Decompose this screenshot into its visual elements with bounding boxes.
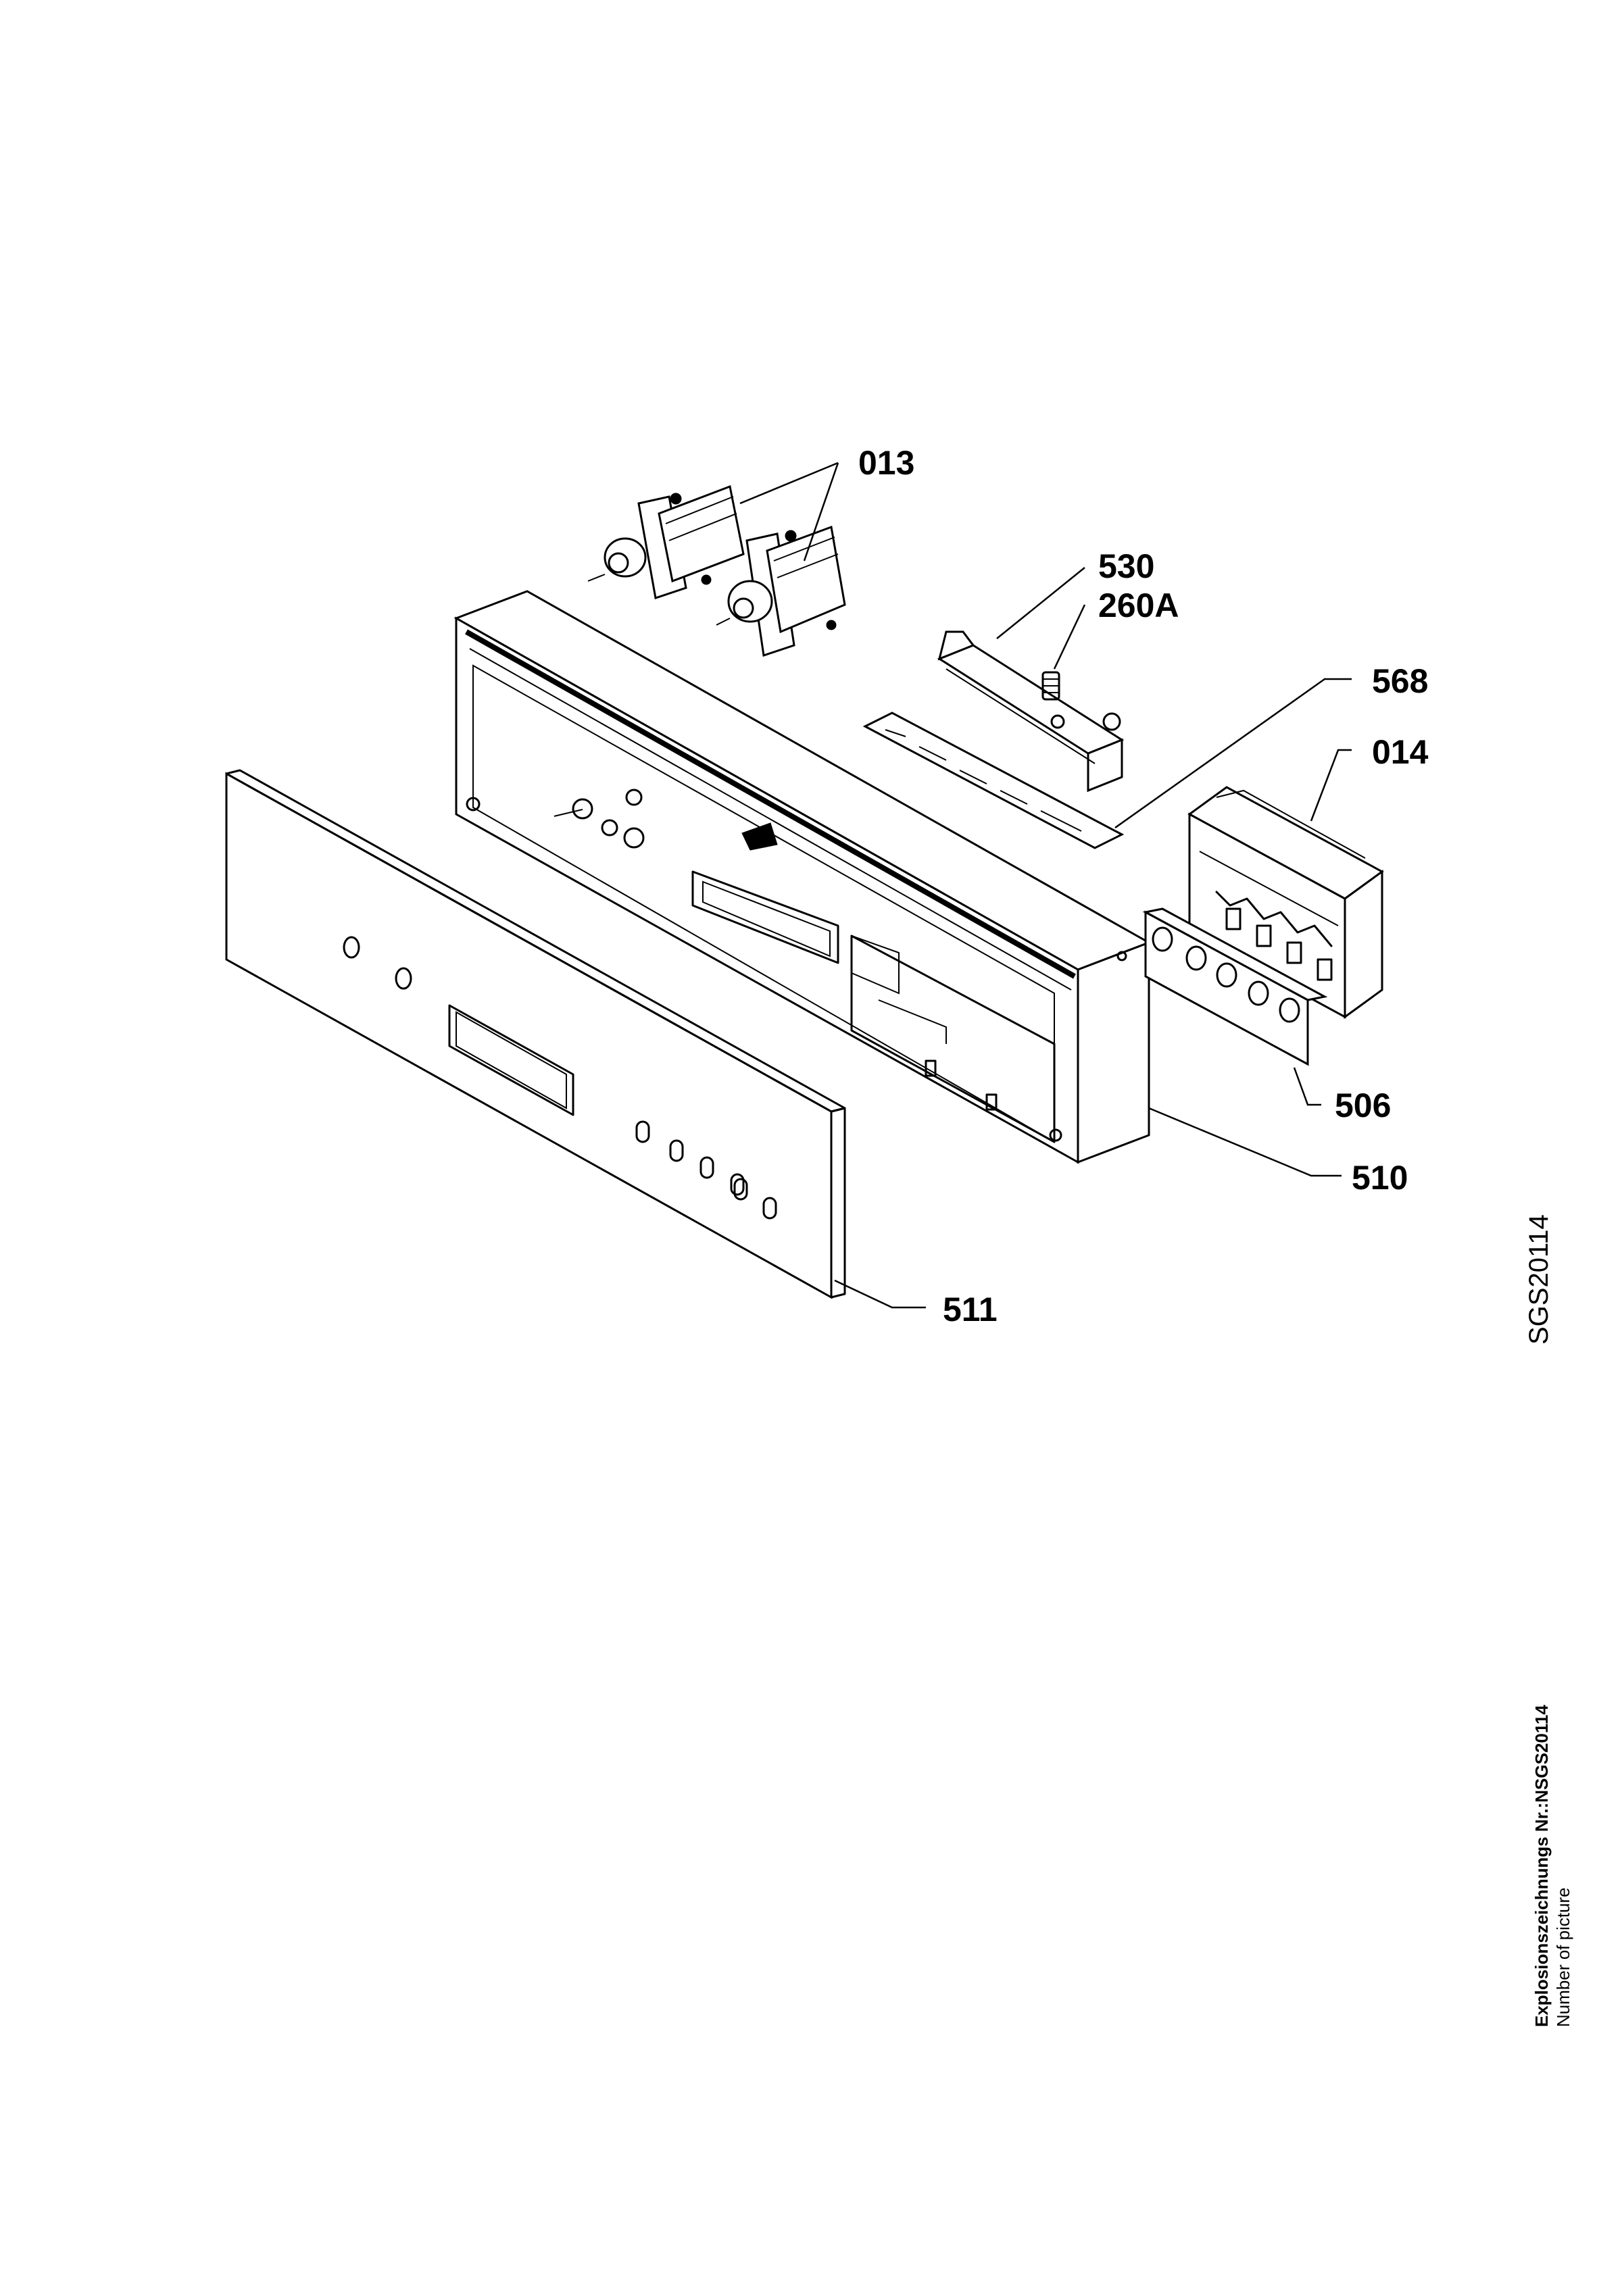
leader-lines [739,461,1352,1309]
callout-labels: 013 530 260A 568 014 506 510 511 [858,444,1429,1328]
drawing-code: SGS20114 [1524,1214,1554,1345]
callout-013: 013 [858,444,914,482]
part-510-control-housing [453,590,1152,1164]
callout-510: 510 [1352,1159,1408,1197]
callout-506: 506 [1335,1087,1391,1124]
part-260A-spring [1041,671,1060,701]
explosion-drawing-number: Explosionszeichnungs Nr.:NSGS20114 [1531,1705,1552,2027]
callout-568: 568 [1372,662,1428,700]
callout-530: 530 [1098,547,1154,585]
part-568-label [862,712,1125,849]
number-of-picture-label: Number of picture [1553,1887,1573,2027]
part-014-electronic-module [1187,786,1384,1019]
part-530-bracket [937,630,1125,793]
part-506-keypad [1142,907,1328,1066]
callout-260A: 260A [1098,587,1179,624]
part-013-switch-right [716,525,846,657]
part-511-front-panel [225,769,846,1299]
callout-511: 511 [943,1291,998,1328]
front-panel-buttons [635,1120,777,1220]
part-013-switch-left [587,484,745,599]
callout-014: 014 [1372,733,1429,771]
